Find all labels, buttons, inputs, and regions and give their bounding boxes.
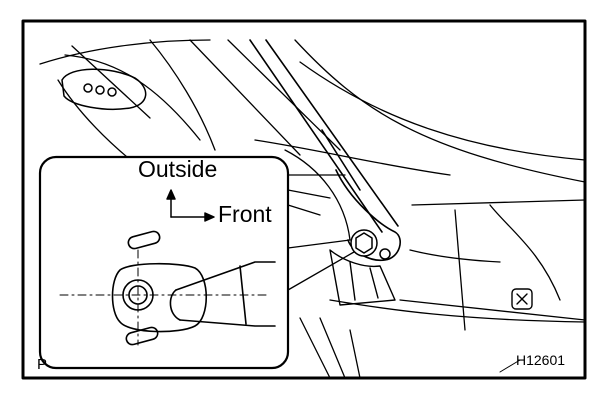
inset-bracket <box>111 230 276 346</box>
figure-code-label: H12601 <box>516 352 566 368</box>
leader-lines <box>287 174 355 291</box>
door-handle-recess <box>61 68 147 111</box>
figure-code-leader <box>499 359 521 373</box>
main-bolt <box>350 229 391 260</box>
clip-fastener <box>511 288 533 310</box>
outside-label: Outside <box>138 156 218 182</box>
center-lines <box>59 249 271 346</box>
direction-arrows <box>166 189 215 222</box>
corner-mark-label: P <box>37 356 48 373</box>
inset-box <box>38 155 290 370</box>
bracket <box>329 249 396 306</box>
front-label: Front <box>218 201 272 227</box>
